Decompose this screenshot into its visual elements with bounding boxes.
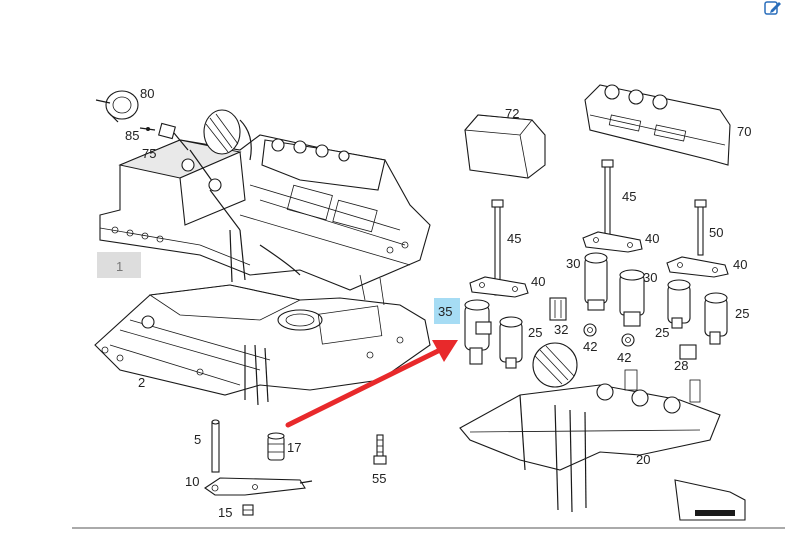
part-50-bolt <box>694 199 707 256</box>
label-25-a: 25 <box>528 325 542 340</box>
label-2: 2 <box>138 375 145 390</box>
highlight-part-35 <box>434 298 460 324</box>
cutoff-part-bottom-right <box>674 479 746 521</box>
part-32-connector <box>549 297 567 321</box>
label-20: 20 <box>636 452 650 467</box>
part-30-solenoid-right <box>619 269 645 327</box>
part-45-bolt-right <box>601 159 614 245</box>
part-25-solenoid-a <box>499 316 523 369</box>
part-40-clamp-right <box>666 256 729 278</box>
part-10-lever <box>204 477 313 496</box>
part-35-solenoid <box>464 299 492 365</box>
red-arrow <box>285 340 458 428</box>
label-25-b: 25 <box>655 325 669 340</box>
label-25-c: 25 <box>735 306 749 321</box>
label-1: 1 <box>116 259 123 274</box>
part-15-screw <box>242 504 254 516</box>
part-85-75-pin <box>139 122 189 151</box>
part-5-pin <box>211 419 220 473</box>
part-25-solenoid-b <box>667 279 691 329</box>
label-80: 80 <box>140 86 154 101</box>
part-20-housing <box>459 342 721 513</box>
label-55: 55 <box>372 471 386 486</box>
part-80-clip <box>95 90 139 123</box>
label-17: 17 <box>287 440 301 455</box>
part-70-housing <box>584 84 731 166</box>
edit-button[interactable] <box>763 0 783 16</box>
part-42-seal-left <box>583 323 597 337</box>
valve-body-upper-assembly <box>99 109 431 291</box>
label-5: 5 <box>194 432 201 447</box>
pencil-edit-icon <box>764 1 781 15</box>
highlight-part-1 <box>97 252 141 278</box>
label-75: 75 <box>142 146 156 161</box>
label-32: 32 <box>554 322 568 337</box>
label-72: 72 <box>505 106 519 121</box>
label-40-right: 40 <box>733 257 747 272</box>
part-72-cover <box>464 114 546 179</box>
label-50: 50 <box>709 225 723 240</box>
label-40-left: 40 <box>531 274 545 289</box>
label-28: 28 <box>674 358 688 373</box>
label-30-left: 30 <box>566 256 580 271</box>
label-35: 35 <box>438 304 452 319</box>
part-30-solenoid-left <box>584 252 608 311</box>
label-70: 70 <box>737 124 751 139</box>
part-42-seal-right <box>621 333 635 347</box>
part-17-sleeve <box>267 432 285 461</box>
valve-body-lower-plate <box>94 274 431 406</box>
label-15: 15 <box>218 505 232 520</box>
label-45-right: 45 <box>622 189 636 204</box>
label-30-right: 30 <box>643 270 657 285</box>
label-85: 85 <box>125 128 139 143</box>
label-10: 10 <box>185 474 199 489</box>
part-40-clamp-mid <box>582 231 643 253</box>
label-40-mid: 40 <box>645 231 659 246</box>
label-42-right: 42 <box>617 350 631 365</box>
part-25-solenoid-c <box>704 292 728 345</box>
part-40-clamp-left <box>469 276 529 298</box>
part-28-connector <box>679 344 697 360</box>
label-42-left: 42 <box>583 339 597 354</box>
label-45-left: 45 <box>507 231 521 246</box>
part-55-bolt <box>373 434 387 465</box>
